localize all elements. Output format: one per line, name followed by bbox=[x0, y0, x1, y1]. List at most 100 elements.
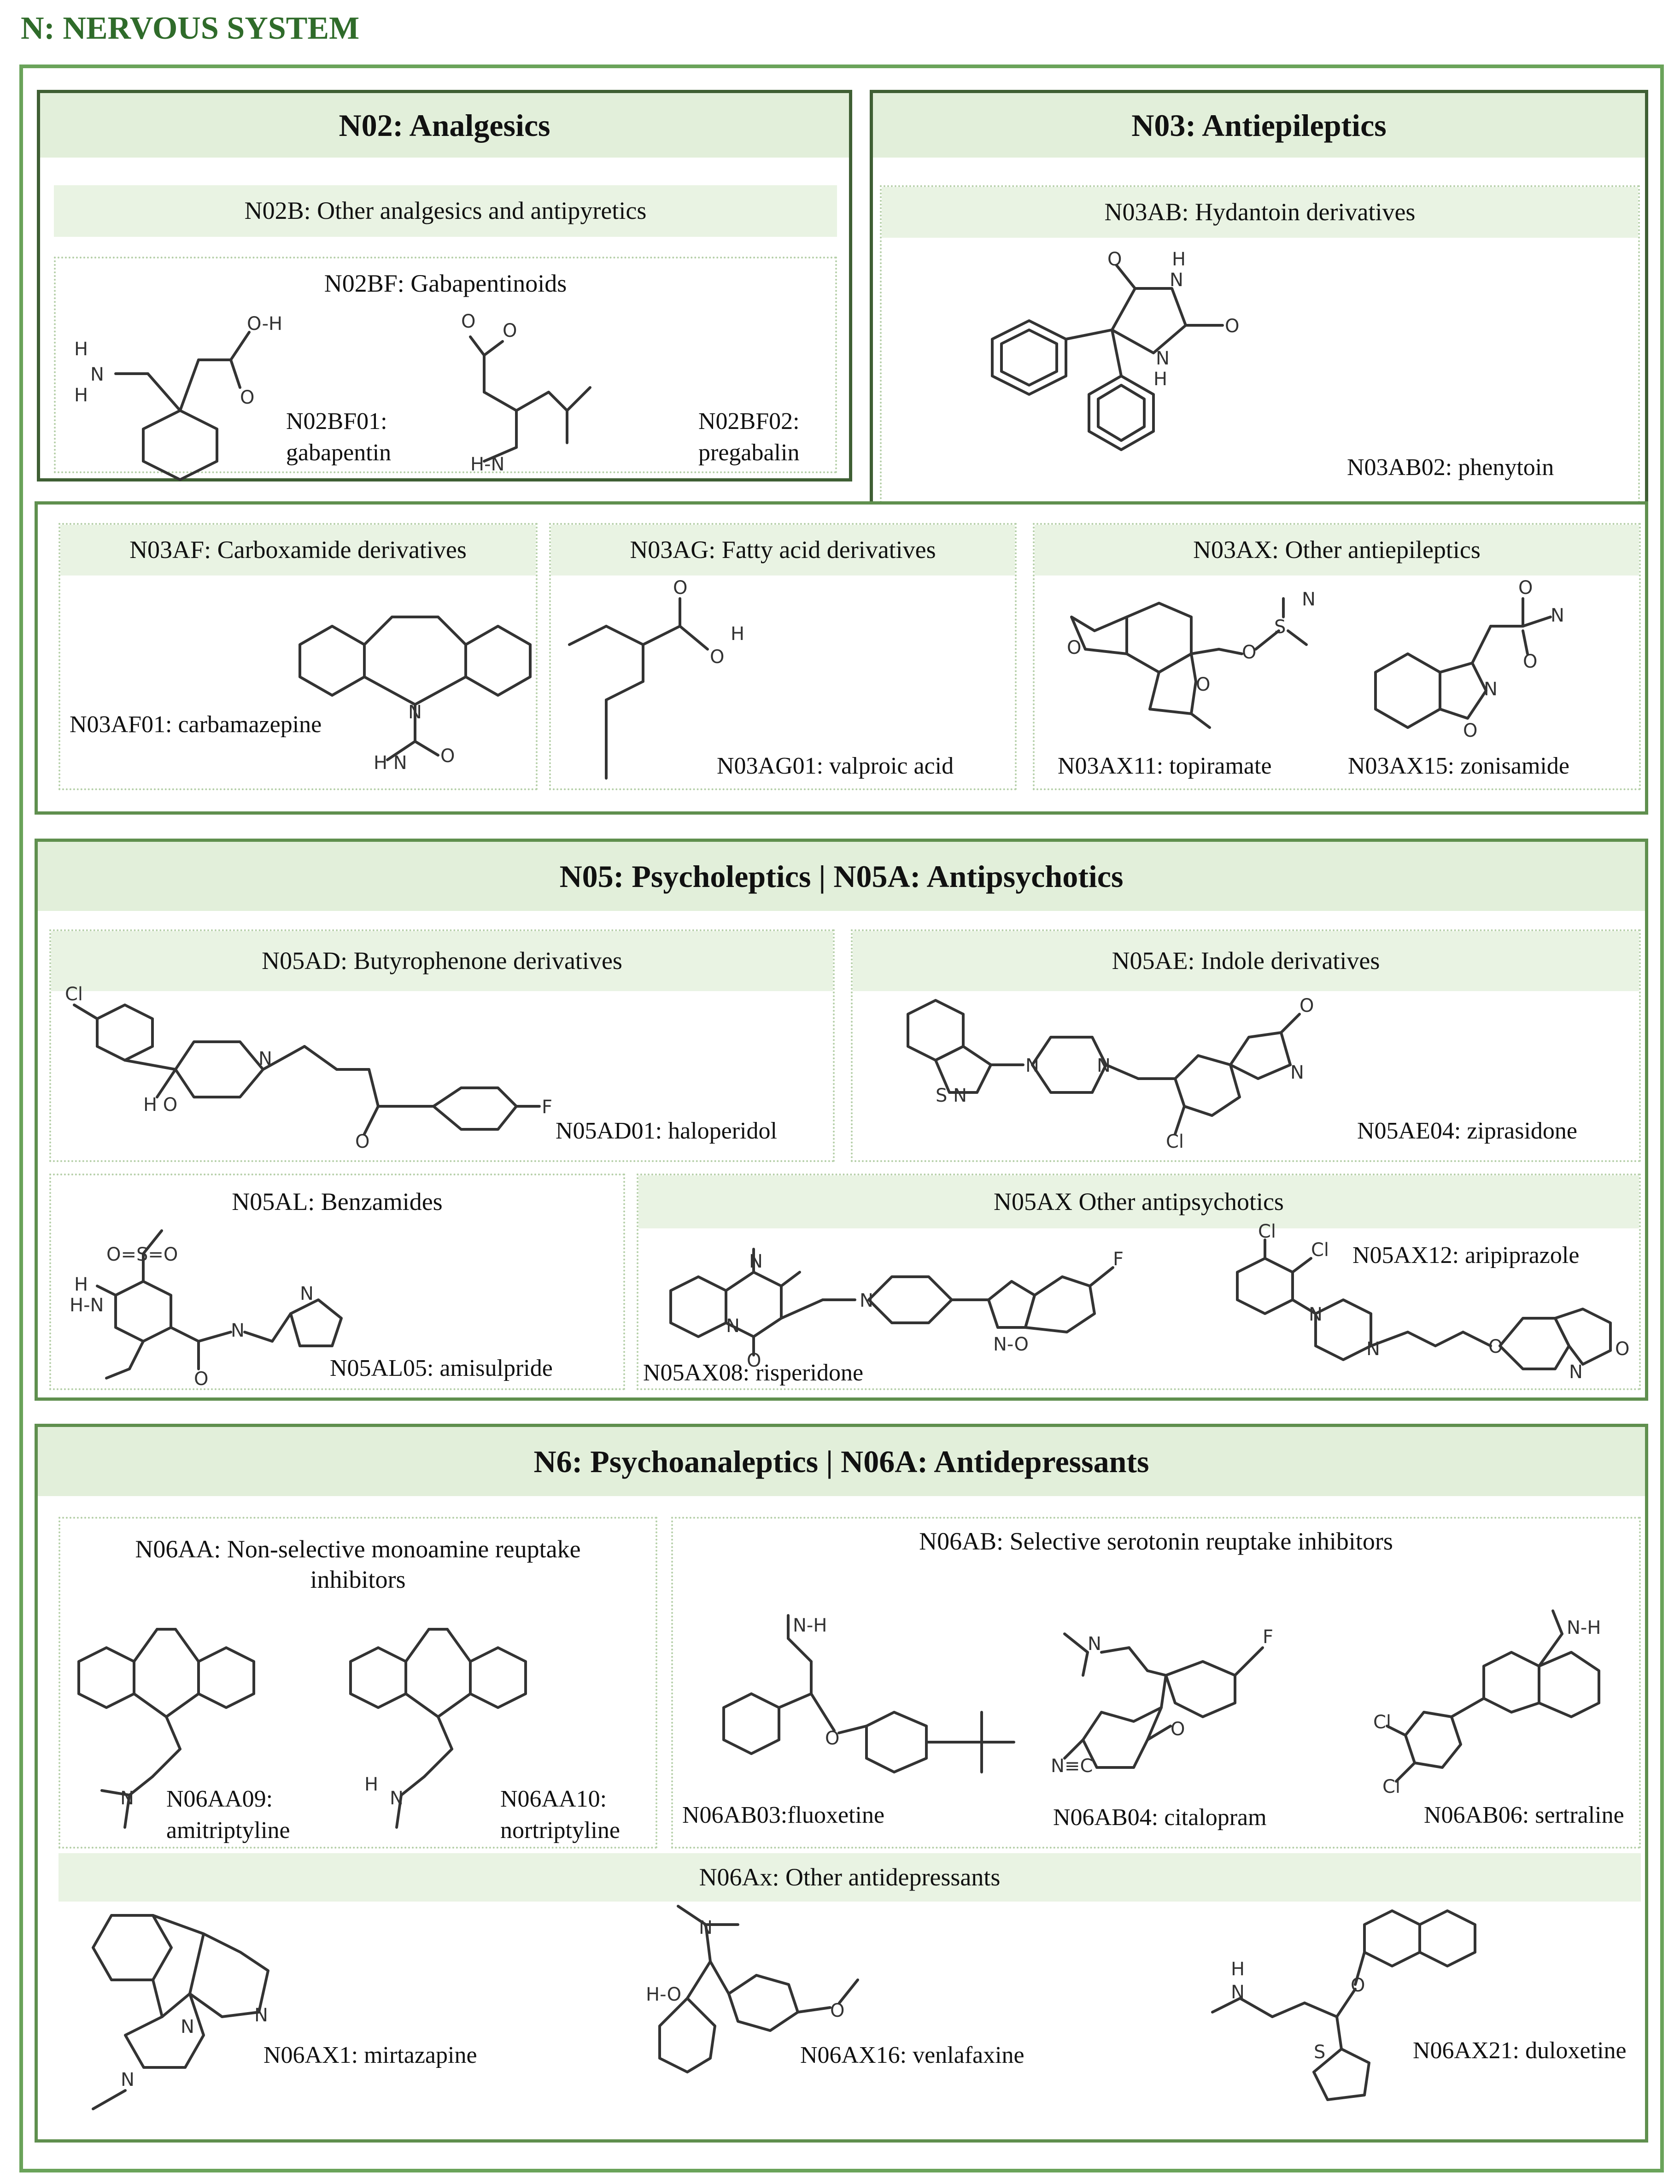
group-n05ae: N05AE: Indole derivatives N05AE04: zipra… bbox=[851, 929, 1641, 1162]
svg-text:Cl: Cl bbox=[1258, 1221, 1276, 1242]
structure-topiramate: OSN OO bbox=[1067, 589, 1316, 729]
group-title-n03ag: N03AG: Fatty acid derivatives bbox=[551, 525, 1015, 575]
group-title-n05al: N05AL: Benzamides bbox=[232, 1187, 443, 1215]
svg-text:N: N bbox=[181, 2016, 194, 2037]
svg-text:N: N bbox=[726, 1315, 740, 1337]
drug-label-risperidone: N05AX08: risperidone bbox=[643, 1360, 864, 1386]
group-n06ab: N06AB: Selective serotonin reuptake inhi… bbox=[671, 1517, 1641, 1849]
svg-text:N: N bbox=[1025, 1055, 1039, 1076]
svg-text:F: F bbox=[1263, 1626, 1273, 1648]
svg-text:O: O bbox=[355, 1131, 369, 1152]
svg-text:O: O bbox=[1171, 1719, 1185, 1740]
svg-text:N: N bbox=[390, 1788, 404, 1809]
svg-text:N: N bbox=[1569, 1362, 1583, 1383]
section-n03-row2: N03AF: Carboxamide derivatives N03AF01: … bbox=[35, 501, 1648, 815]
svg-text:N: N bbox=[231, 1320, 245, 1341]
group-n03ab: N03AB: Hydantoin derivatives N03AB02: ph… bbox=[880, 185, 1640, 503]
svg-text:Cl: Cl bbox=[1166, 1131, 1184, 1152]
svg-text:O: O bbox=[825, 1728, 839, 1749]
svg-text:N: N bbox=[699, 1917, 713, 1938]
section-title-n06: N6: Psychoanaleptics | N06A: Antidepress… bbox=[38, 1427, 1645, 1496]
group-title-n03af: N03AF: Carboxamide derivatives bbox=[60, 525, 536, 575]
svg-text:H: H bbox=[1231, 1959, 1245, 1980]
svg-text:N: N bbox=[1551, 605, 1564, 626]
drug-label-carbamazepine: N03AF01: carbamazepine bbox=[70, 711, 322, 738]
section-title-n05: N05: Psycholeptics | N05A: Antipsychotic… bbox=[38, 842, 1645, 911]
section-n02: N02: Analgesics N02B: Other analgesics a… bbox=[37, 90, 852, 481]
structure-mirtazapine: N N N bbox=[92, 1914, 269, 2110]
svg-text:N: N bbox=[254, 2005, 268, 2026]
svg-text:O: O bbox=[1463, 720, 1477, 741]
svg-text:N: N bbox=[121, 2069, 135, 2090]
page-title: N: NERVOUS SYSTEM bbox=[21, 11, 360, 46]
structure-amisulpride: O=S=OHH-N ONN bbox=[70, 1229, 343, 1390]
group-n05al: N05AL: Benzamides N05AL05: amisulpride O… bbox=[49, 1174, 625, 1390]
group-title-n06ab: N06AB: Selective serotonin reuptake inhi… bbox=[919, 1527, 1393, 1556]
section-title-n03: N03: Antiepileptics bbox=[873, 93, 1645, 158]
drug-label-citalopram: N06AB04: citalopram bbox=[1053, 1804, 1267, 1831]
drug-label-phenytoin: N03AB02: phenytoin bbox=[1347, 454, 1554, 481]
drug-label-haloperidol: N05AD01: haloperidol bbox=[556, 1118, 777, 1144]
drug-label-sertraline: N06AB06: sertraline bbox=[1424, 1802, 1624, 1828]
svg-text:N: N bbox=[1231, 1982, 1245, 2003]
section-n03: N03: Antiepileptics N03AB: Hydantoin der… bbox=[870, 90, 1648, 505]
svg-text:O: O bbox=[1067, 637, 1081, 658]
group-n05ad: N05AD: Butyrophenone derivatives N05AD01… bbox=[49, 929, 835, 1162]
outer-frame bbox=[19, 65, 1664, 2172]
structure-fluoxetine: N-H O bbox=[722, 1614, 1015, 1773]
svg-text:N: N bbox=[90, 364, 104, 385]
svg-text:H: H bbox=[74, 339, 88, 360]
svg-text:O: O bbox=[1242, 642, 1256, 663]
svg-text:N: N bbox=[749, 1251, 763, 1272]
drug-label-aripiprazole: N05AX12: aripiprazole bbox=[1352, 1242, 1580, 1268]
drug-label-amisulpride: N05AL05: amisulpride bbox=[330, 1355, 553, 1381]
svg-text:N-H: N-H bbox=[1567, 1617, 1601, 1638]
svg-text:O: O bbox=[673, 577, 687, 599]
drug-label-topiramate: N03AX11: topiramate bbox=[1058, 753, 1272, 779]
section-n06: N6: Psychoanaleptics | N06A: Antidepress… bbox=[35, 1424, 1648, 2143]
group-title-n05ax: N05AX Other antipsychotics bbox=[638, 1175, 1639, 1228]
drug-label-fluoxetine: N06AB03:fluoxetine bbox=[682, 1802, 885, 1828]
svg-text:H-O: H-O bbox=[646, 1984, 681, 2005]
svg-text:H: H bbox=[74, 385, 88, 406]
structure-gabapentin: NHH O-HO bbox=[74, 313, 282, 481]
drug-label-gabapentin: N02BF01:gabapentin bbox=[286, 408, 392, 466]
svg-text:H N: H N bbox=[374, 752, 407, 774]
svg-text:O: O bbox=[1225, 316, 1239, 337]
structure-valproic-acid: OOH bbox=[568, 577, 744, 780]
group-title-n05ae: N05AE: Indole derivatives bbox=[853, 931, 1639, 991]
svg-text:O: O bbox=[1351, 1975, 1365, 1996]
svg-text:N≡C: N≡C bbox=[1051, 1755, 1093, 1777]
svg-text:H: H bbox=[74, 1274, 88, 1295]
structure-nortriptyline: HN bbox=[349, 1628, 527, 1829]
section-title-n02: N02: Analgesics bbox=[40, 93, 849, 158]
svg-text:N: N bbox=[1170, 270, 1183, 291]
svg-text:Cl: Cl bbox=[1382, 1776, 1400, 1797]
svg-text:O: O bbox=[1615, 1339, 1629, 1360]
svg-text:Cl: Cl bbox=[1373, 1712, 1391, 1733]
structure-phenytoin: ONH ONH bbox=[991, 249, 1239, 451]
svg-text:N: N bbox=[1366, 1339, 1380, 1360]
svg-text:N: N bbox=[120, 1788, 134, 1809]
svg-text:H: H bbox=[1153, 369, 1167, 390]
svg-text:O: O bbox=[440, 746, 455, 767]
svg-text:H: H bbox=[1172, 249, 1186, 270]
svg-text:N: N bbox=[1088, 1633, 1101, 1655]
drug-label-mirtazapine: N06AX1: mirtazapine bbox=[263, 2042, 477, 2068]
svg-text:Cl: Cl bbox=[65, 984, 83, 1005]
svg-text:O: O bbox=[1488, 1336, 1503, 1357]
svg-text:N: N bbox=[1484, 679, 1498, 700]
drug-label-ziprasidone: N05AE04: ziprasidone bbox=[1357, 1118, 1578, 1144]
drug-label-pregabalin: N02BF02:pregabalin bbox=[698, 408, 800, 466]
group-title-n03ab: N03AB: Hydantoin derivatives bbox=[882, 187, 1638, 238]
group-n02bf: N02BF: Gabapentinoids N02BF01:gabapentin… bbox=[54, 257, 837, 481]
drug-label-zonisamide: N03AX15: zonisamide bbox=[1348, 753, 1569, 779]
svg-text:N: N bbox=[1290, 1062, 1304, 1083]
svg-text:N-H: N-H bbox=[793, 1615, 827, 1636]
svg-text:H: H bbox=[731, 623, 744, 645]
